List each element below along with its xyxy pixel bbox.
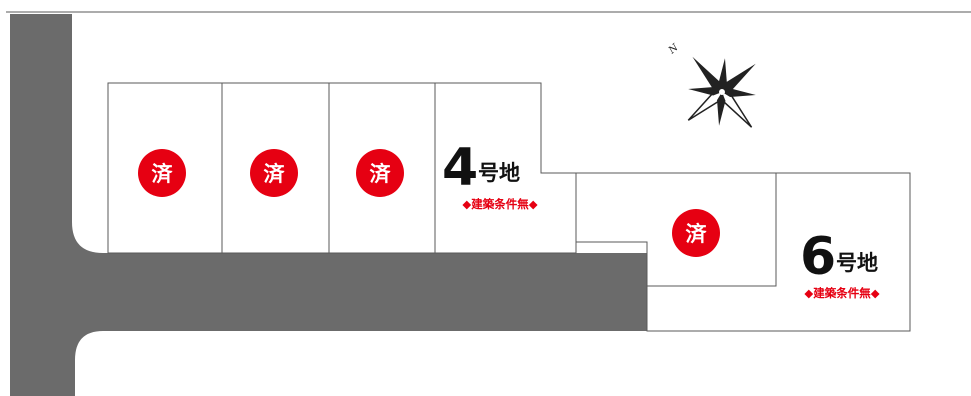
compass-rose-icon bbox=[687, 56, 756, 128]
north-label: N bbox=[666, 41, 681, 56]
lot-4-condition: ◆建築条件無◆ bbox=[462, 197, 537, 211]
road bbox=[10, 14, 647, 396]
sold-mark-text: 済 bbox=[686, 222, 708, 246]
lot-2-sold-marker: 済 bbox=[250, 149, 298, 197]
sold-mark-text: 済 bbox=[152, 162, 174, 186]
sold-mark-text: 済 bbox=[370, 162, 392, 186]
lot-6-suffix: 号地 bbox=[836, 251, 878, 275]
sold-mark-text: 済 bbox=[264, 162, 286, 186]
lot-3-sold-marker: 済 bbox=[356, 149, 404, 197]
lot-6-condition: ◆建築条件無◆ bbox=[804, 286, 879, 300]
lot-2-boundary[interactable] bbox=[221, 82, 330, 254]
lot-4-suffix: 号地 bbox=[478, 161, 520, 185]
lot-6-boundary[interactable] bbox=[646, 172, 911, 332]
lot-5-sold-marker: 済 bbox=[672, 209, 720, 257]
lot-1-sold-marker: 済 bbox=[138, 149, 186, 197]
lot-6-number: 6 bbox=[800, 227, 836, 287]
lot-4-number: 4 bbox=[442, 138, 478, 198]
